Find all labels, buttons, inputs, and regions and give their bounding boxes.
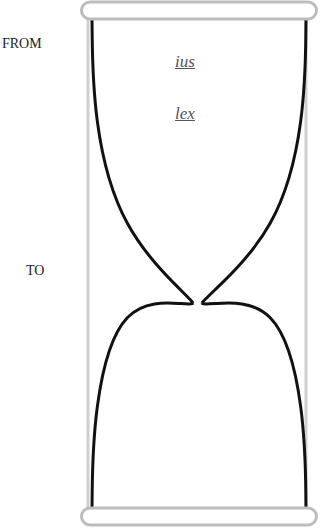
hourglass-outline [80, 0, 318, 528]
axis-label: FROM [2, 36, 42, 52]
hourglass-cap [82, 2, 317, 19]
glass-curve [202, 18, 306, 303]
frame [88, 18, 306, 510]
hourglass-cap [82, 508, 317, 525]
hourglass: ius lex [80, 0, 318, 528]
term-text: ius [120, 52, 250, 72]
term-text: lex [120, 104, 250, 124]
glass-curve [202, 303, 306, 510]
text-group: ius lex [120, 52, 250, 156]
axis-label: TO [26, 263, 44, 279]
glass-curve [92, 303, 193, 510]
